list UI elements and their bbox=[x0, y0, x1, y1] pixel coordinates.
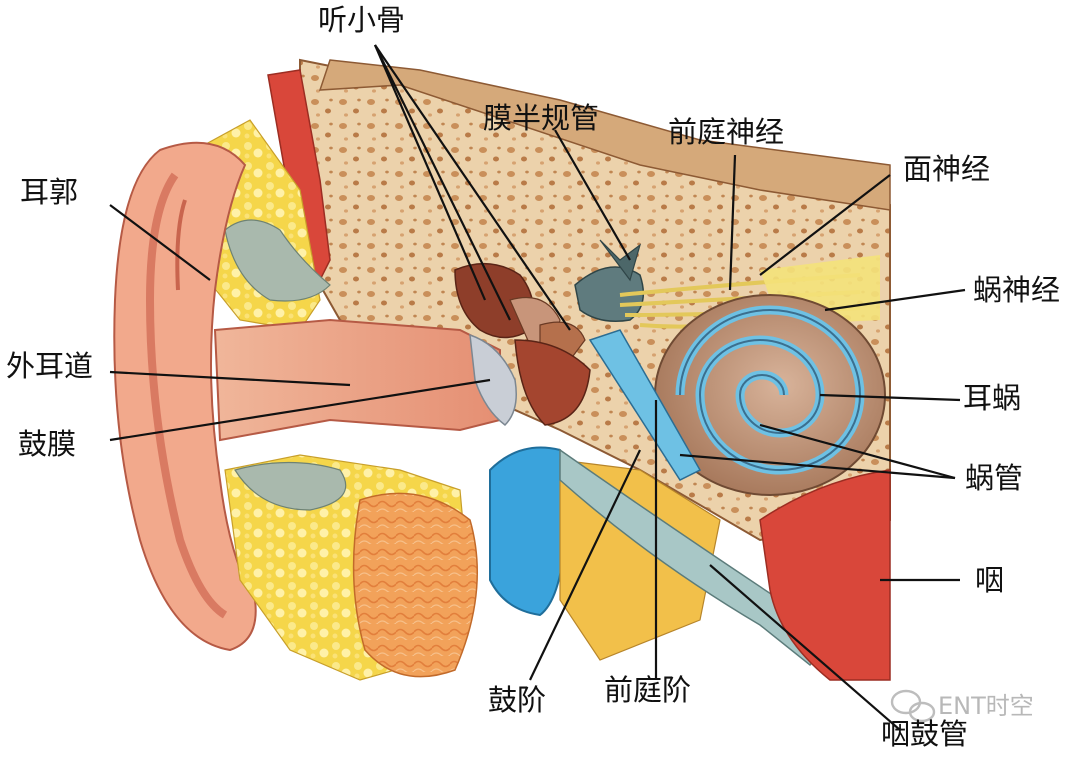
label-cochlea: 耳蜗 bbox=[963, 381, 1022, 415]
lower-cartilage bbox=[234, 461, 347, 511]
label-membranous-semicircular-canal: 膜半规管 bbox=[483, 101, 600, 135]
label-eustachian-tube: 咽鼓管 bbox=[881, 717, 969, 751]
label-cochlear-duct: 蜗管 bbox=[965, 461, 1024, 495]
label-pharynx: 咽 bbox=[975, 563, 1005, 597]
label-tympanic-membrane: 鼓膜 bbox=[18, 427, 77, 461]
label-cochlear-nerve: 蜗神经 bbox=[973, 273, 1061, 307]
label-external-auditory-canal: 外耳道 bbox=[6, 349, 94, 383]
jugular-vein bbox=[489, 446, 573, 617]
tympanic-membrane bbox=[469, 333, 517, 426]
watermark-icon bbox=[890, 689, 936, 723]
upper-cartilage bbox=[224, 219, 331, 302]
label-scala-vestibuli: 前庭阶 bbox=[604, 673, 692, 707]
ossicles bbox=[454, 262, 591, 426]
parotid-gland bbox=[352, 492, 478, 678]
label-auricle: 耳郭 bbox=[20, 175, 79, 209]
label-ossicles: 听小骨 bbox=[318, 3, 406, 37]
semicircular-canals bbox=[574, 239, 645, 322]
auricle bbox=[113, 141, 257, 652]
leader-lines bbox=[109, 44, 966, 731]
label-scala-tympani: 鼓阶 bbox=[488, 683, 547, 717]
watermark-text: ENT时空 bbox=[938, 692, 1034, 720]
label-facial-nerve: 面神经 bbox=[903, 152, 991, 186]
label-vestibular-nerve: 前庭神经 bbox=[668, 115, 785, 149]
pharynx-muscle bbox=[759, 469, 891, 681]
cochlear-duct-passage bbox=[588, 329, 702, 481]
cochlea bbox=[654, 294, 886, 496]
